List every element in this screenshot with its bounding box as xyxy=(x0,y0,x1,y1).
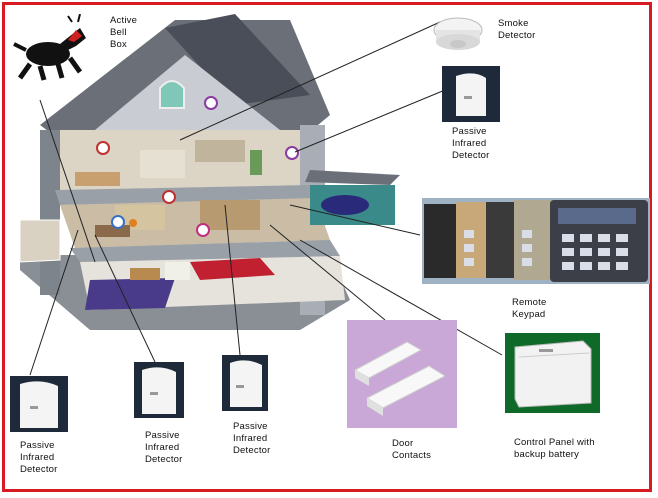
control-panel-icon xyxy=(505,333,600,413)
bell-box-label: Active Bell Box xyxy=(110,15,138,50)
door-contact-icon xyxy=(347,320,457,428)
pir-bottom-3-label: Passive Infrared Detector xyxy=(233,421,271,456)
pir-sensor-icon xyxy=(10,376,68,432)
smoke-detector-icon xyxy=(430,10,486,58)
keypad-icon xyxy=(422,198,650,284)
pir-sensor-icon xyxy=(134,362,184,418)
pir-sensor-icon xyxy=(442,66,500,122)
smoke-detector-label: Smoke Detector xyxy=(498,18,536,41)
pir-top-right-label: Passive Infrared Detector xyxy=(452,126,490,161)
control-panel-label: Control Panel with backup battery xyxy=(514,437,595,460)
pir-sensor-icon xyxy=(222,355,268,411)
pir-bottom-1-label: Passive Infrared Detector xyxy=(20,440,58,475)
red-border xyxy=(2,2,652,492)
remote-keypad-label: Remote Keypad xyxy=(512,297,547,320)
dog-logo-icon xyxy=(10,14,90,84)
pir-bottom-2-label: Passive Infrared Detector xyxy=(145,430,183,465)
door-contacts-label: Door Contacts xyxy=(392,438,432,461)
